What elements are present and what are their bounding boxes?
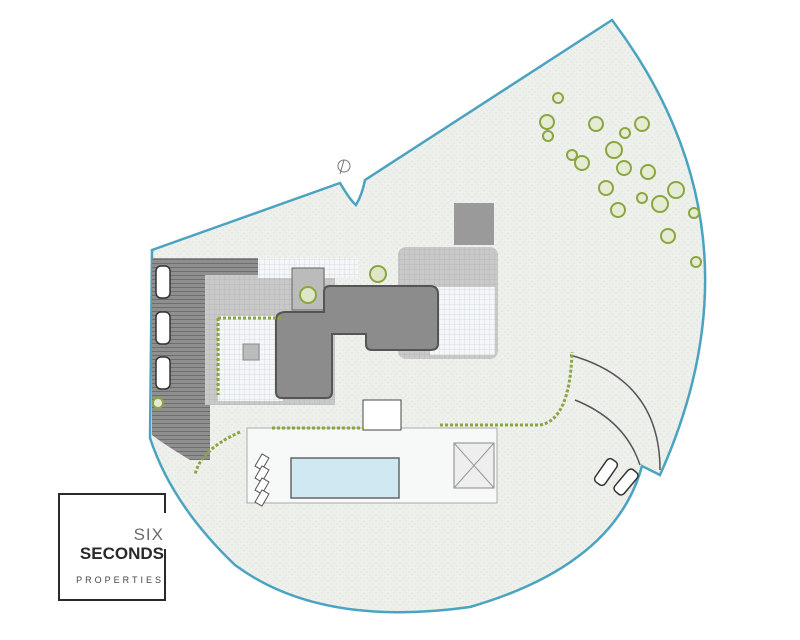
- north-arrow-icon: [337, 159, 351, 175]
- sun-lounger-icon: [254, 453, 270, 507]
- hedge: [193, 316, 574, 476]
- driveway-curve: [569, 354, 661, 471]
- fire-pit: [242, 343, 260, 361]
- logo-seconds: SECONDS: [79, 544, 164, 563]
- tree-icon: [299, 286, 317, 304]
- house-roof: [275, 285, 439, 399]
- pool-plant-room: [362, 399, 402, 431]
- six-seconds-logo: SIX SECONDS PROPERTIES: [58, 493, 168, 601]
- tree-icon: [369, 265, 387, 283]
- car-icon: [155, 265, 639, 496]
- logo-six: SIX: [133, 525, 164, 544]
- swimming-pool: [290, 457, 400, 499]
- logo-properties: PROPERTIES: [76, 575, 164, 585]
- garage-roof: [454, 203, 494, 245]
- tree-icon: [152, 92, 702, 409]
- terrace-east-tiles: [430, 287, 495, 355]
